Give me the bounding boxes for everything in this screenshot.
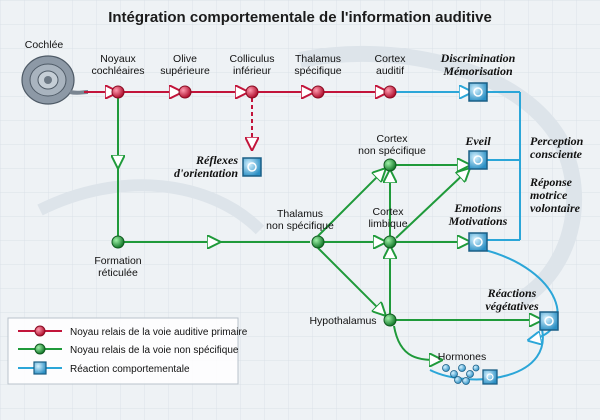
node-noyaux-cochleaires: [111, 85, 125, 99]
label-discrimination-1: Discrimination: [440, 51, 516, 65]
label-formation-1: Formation: [94, 255, 141, 267]
label-formation-2: réticulée: [98, 267, 138, 279]
box-eveil: [468, 150, 488, 170]
box-hormones: [482, 369, 498, 385]
label-olive-2: supérieure: [160, 65, 210, 77]
node-hypothalamus: [383, 313, 397, 327]
box-emotions: [468, 232, 488, 252]
label-perception-1: Perception: [530, 134, 584, 148]
label-emotions-1: Emotions: [453, 201, 502, 215]
label-cortex-ns-2: non spécifique: [358, 145, 426, 157]
node-formation-reticulee: [111, 235, 125, 249]
box-reactions: [539, 311, 559, 331]
node-cortex-non-specifique: [383, 158, 397, 172]
cochlee-label: Cochlée: [25, 39, 64, 51]
label-reponse-3: volontaire: [530, 201, 581, 215]
primary-auditory-pathway: [84, 92, 386, 148]
node-colliculus: [245, 85, 259, 99]
label-reponse-1: Réponse: [529, 175, 573, 189]
label-hypothalamus: Hypothalamus: [309, 315, 376, 327]
node-cortex-auditif: [383, 85, 397, 99]
label-thalamus-ns-1: Thalamus: [277, 208, 323, 220]
label-cortex-limbique-1: Cortex: [373, 206, 405, 218]
box-discrimination: [468, 82, 488, 102]
legend-label-nonspecific: Noyau relais de la voie non spécifique: [70, 345, 239, 356]
behavior-pathway: [392, 92, 559, 381]
diagram-title: Intégration comportementale de l'informa…: [108, 9, 492, 26]
hormone-bubbles: [442, 364, 480, 385]
node-thalamus-non-specifique: [311, 235, 325, 249]
label-colliculus-2: inférieur: [233, 65, 271, 77]
legend-item-behavior: Réaction comportementale: [18, 361, 190, 375]
nonspecific-pathway: [118, 98, 540, 360]
label-cortex-auditif-2: auditif: [376, 65, 404, 77]
label-reactions-1: Réactions: [487, 286, 537, 300]
legend-item-auditory: Noyau relais de la voie auditive primair…: [18, 325, 248, 338]
behavior-boxes: [242, 82, 559, 385]
label-thalamus-spec-2: spécifique: [294, 65, 341, 77]
label-eveil: Eveil: [464, 134, 491, 148]
brain-silhouette: [298, 45, 583, 307]
label-noyaux-2: cochléaires: [91, 65, 144, 77]
label-thalamus-spec-1: Thalamus: [295, 53, 341, 65]
node-olive: [178, 85, 192, 99]
label-reactions-2: végétatives: [485, 299, 539, 313]
cochlea-icon: [21, 55, 89, 105]
node-thalamus-specifique: [311, 85, 325, 99]
label-cortex-limbique-2: limbique: [368, 218, 407, 230]
label-reponse-2: motrice: [530, 188, 568, 202]
brain-silhouette-lower: [37, 179, 265, 235]
label-noyaux-1: Noyaux: [100, 53, 136, 65]
label-perception-2: consciente: [530, 147, 583, 161]
label-hormones: Hormones: [438, 351, 486, 363]
label-olive-1: Olive: [173, 53, 197, 65]
label-cortex-ns-1: Cortex: [377, 133, 409, 145]
label-colliculus-1: Colliculus: [230, 53, 275, 65]
box-reflexes: [242, 157, 262, 177]
auditory-nodes: [111, 85, 397, 99]
node-cortex-limbique: [383, 235, 397, 249]
label-reflexes-1: Réflexes: [195, 153, 238, 167]
nonspecific-nodes: [111, 158, 397, 327]
legend: Noyau relais de la voie auditive primair…: [7, 317, 248, 385]
label-thalamus-ns-2: non spécifique: [266, 220, 334, 232]
label-cortex-auditif-1: Cortex: [375, 53, 407, 65]
label-emotions-2: Motivations: [448, 214, 508, 228]
label-discrimination-2: Mémorisation: [442, 64, 513, 78]
legend-item-nonspecific: Noyau relais de la voie non spécifique: [18, 343, 239, 356]
legend-label-behavior: Réaction comportementale: [70, 364, 190, 375]
legend-label-auditory: Noyau relais de la voie auditive primair…: [70, 327, 248, 338]
label-reflexes-2: d'orientation: [174, 166, 238, 180]
